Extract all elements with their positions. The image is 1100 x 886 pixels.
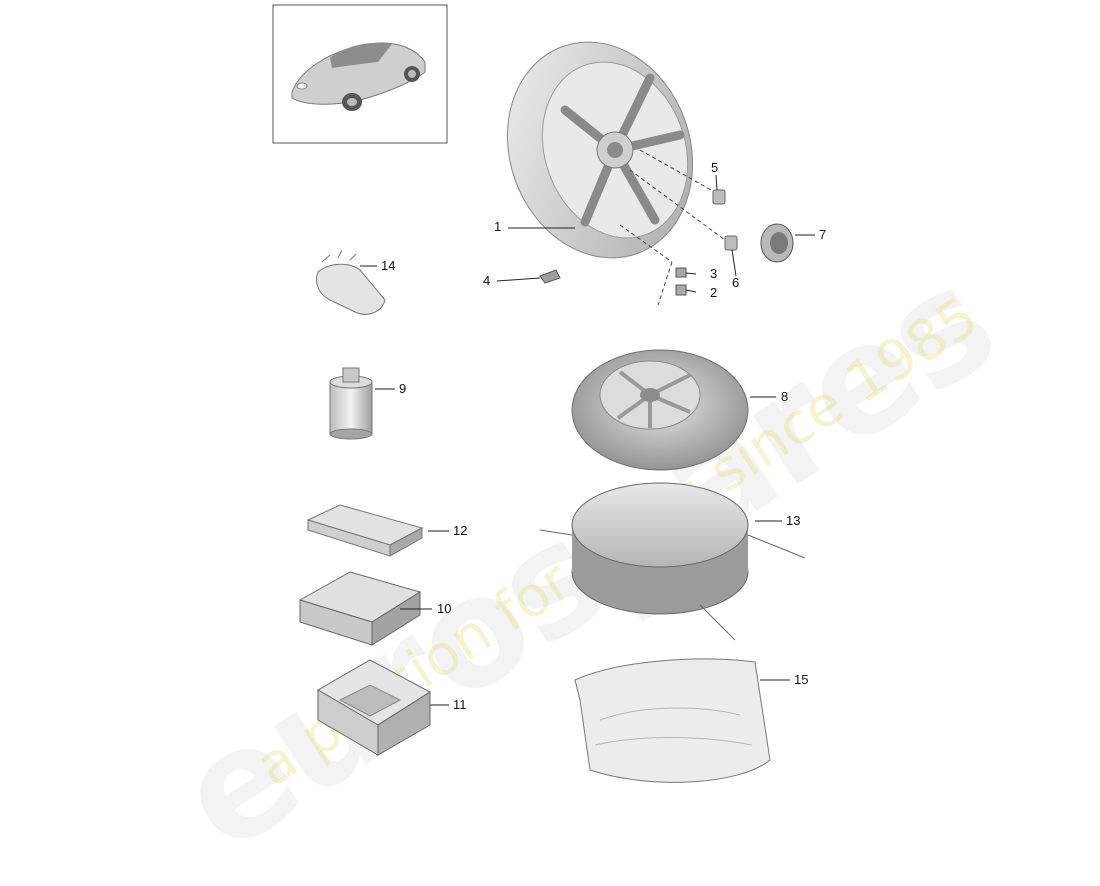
car-thumbnail: [272, 4, 448, 144]
part-wheel-rim[interactable]: [478, 16, 722, 284]
part-13-wheel-bag[interactable]: [539, 482, 806, 641]
part-12-pad[interactable]: [306, 504, 424, 557]
part-4-balance-weight[interactable]: [539, 269, 561, 284]
part-11-tray[interactable]: [317, 659, 431, 756]
part-15-cover-bag[interactable]: [574, 658, 771, 783]
callout-2: 2: [710, 285, 718, 300]
part-10-case[interactable]: [298, 571, 422, 646]
leader-lines: [360, 174, 815, 706]
callout-11: 11: [453, 697, 467, 712]
callout-12: 12: [453, 523, 468, 538]
callout-9: 9: [399, 381, 407, 396]
part-5-bolt[interactable]: [712, 189, 726, 205]
callout-8: 8: [781, 389, 789, 404]
parts-diagram: eurospares a passion for parts since 198…: [150, 4, 1023, 886]
car-icon: [291, 42, 426, 111]
callout-3: 3: [710, 266, 718, 281]
part-3-valve-cap[interactable]: [675, 267, 687, 278]
callout-14: 14: [381, 258, 396, 273]
callout-1: 1: [494, 219, 502, 234]
parts-drawing: [272, 4, 815, 783]
part-14-gloves[interactable]: [316, 249, 386, 315]
part-7-center-cap[interactable]: [760, 223, 794, 263]
callout-7: 7: [819, 227, 827, 242]
assembly-lines: [619, 149, 726, 306]
part-2-valve-stem[interactable]: [675, 284, 687, 296]
callout-13: 13: [786, 513, 801, 528]
callout-10: 10: [437, 601, 452, 616]
callout-15: 15: [794, 672, 809, 687]
part-9-sealant-can[interactable]: [329, 367, 373, 440]
callout-4: 4: [483, 273, 491, 288]
part-8-spare-wheel[interactable]: [571, 349, 749, 471]
callout-5: 5: [711, 160, 719, 175]
part-6-valve[interactable]: [724, 235, 738, 251]
callout-6: 6: [732, 275, 740, 290]
